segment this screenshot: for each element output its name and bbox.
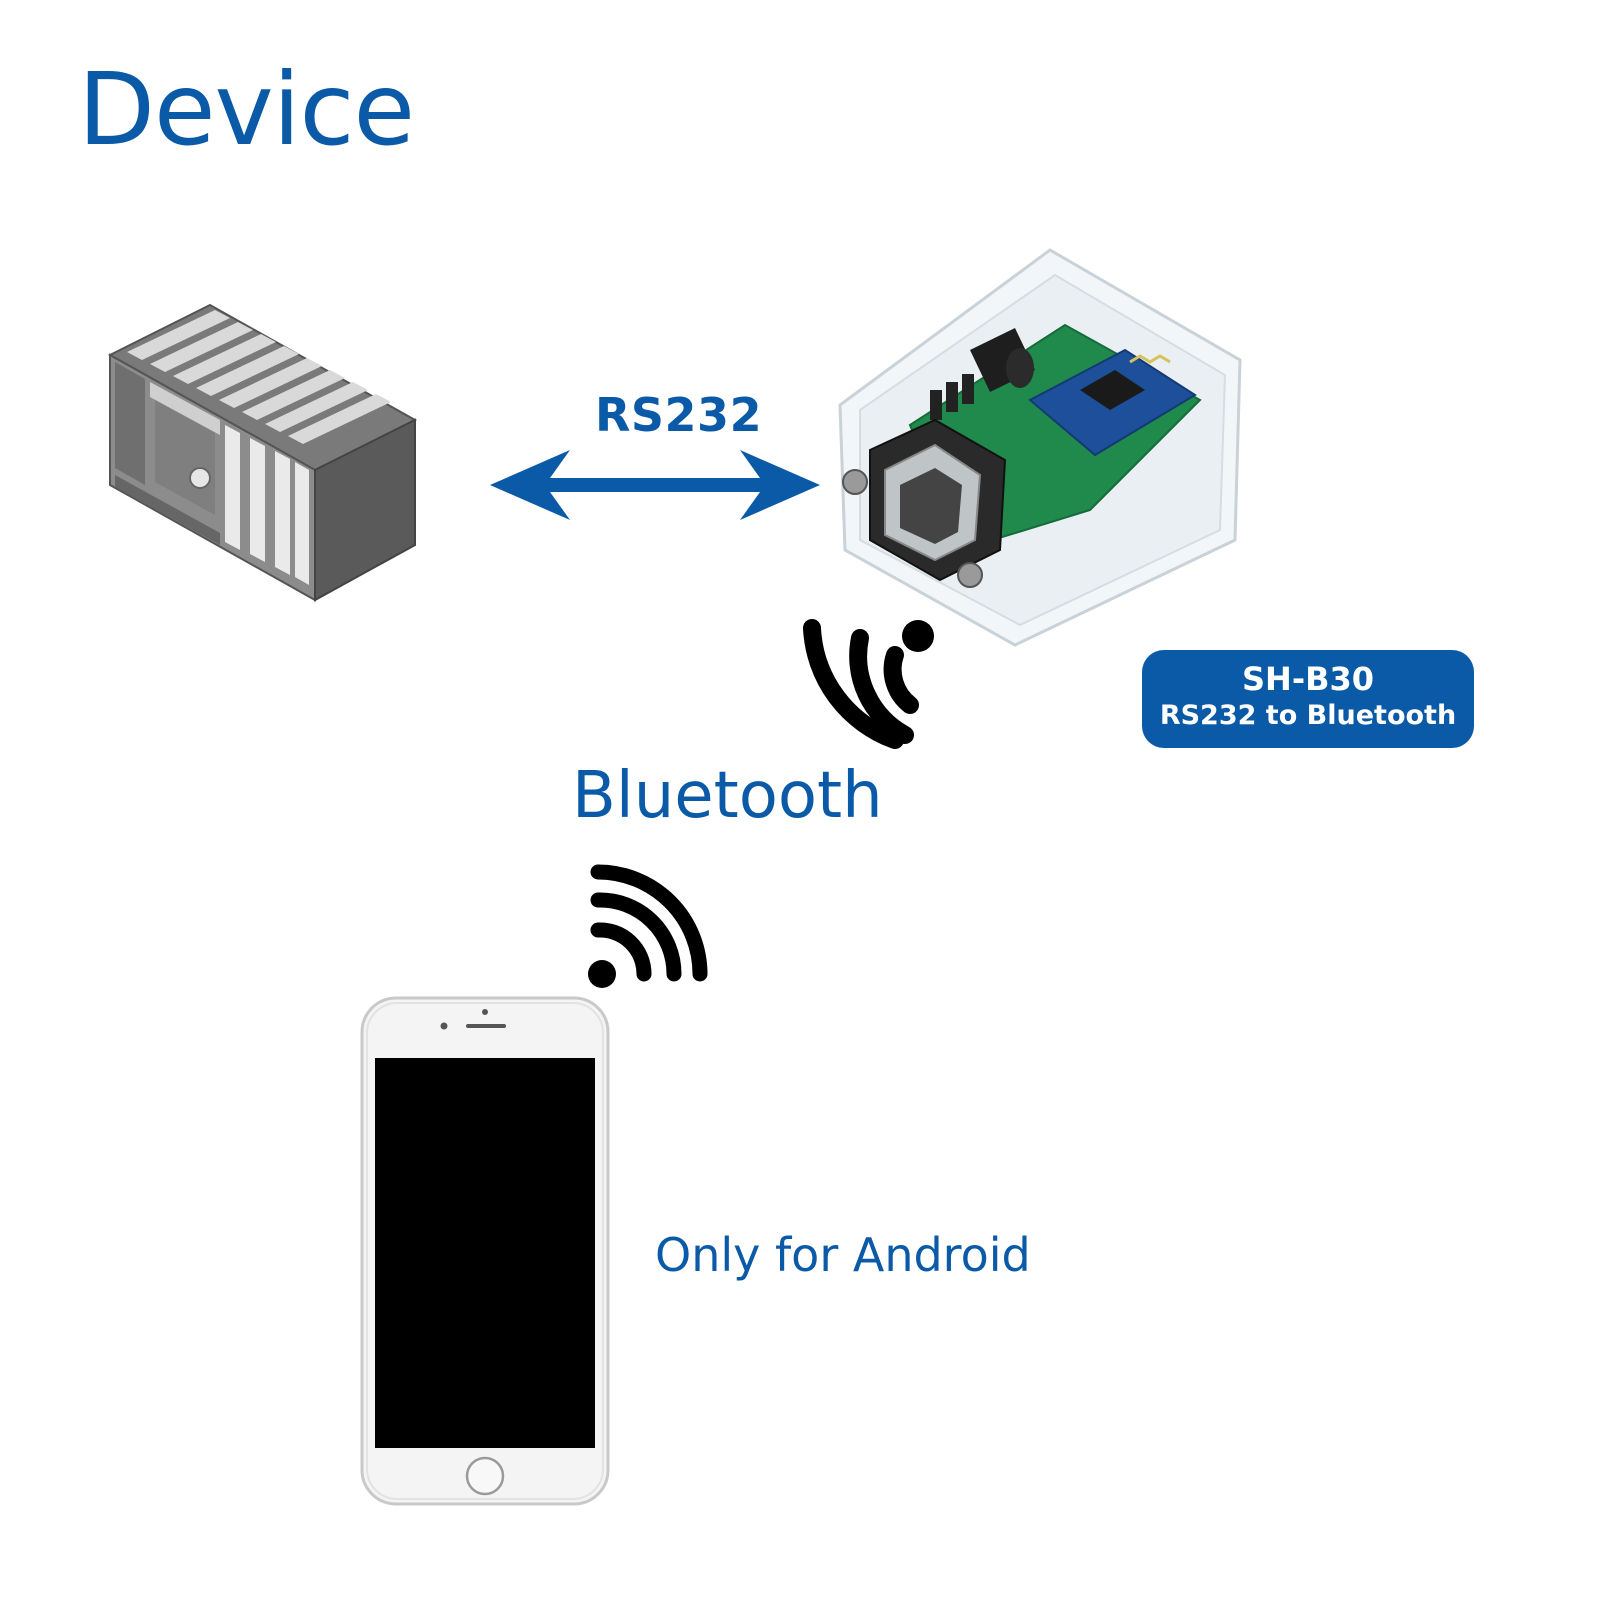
rs232-bluetooth-module-icon	[838, 248, 1242, 647]
product-model: SH-B30	[1241, 660, 1375, 698]
bluetooth-label: Bluetooth	[572, 759, 883, 833]
double-arrow-icon	[490, 450, 820, 520]
smartphone-icon	[360, 996, 610, 1506]
signal-waves-icon	[588, 864, 708, 988]
product-description: RS232 to Bluetooth	[1159, 700, 1457, 731]
product-badge: SH-B30 RS232 to Bluetooth	[1142, 650, 1474, 748]
android-only-label: Only for Android	[655, 1228, 1031, 1282]
rs232-label: RS232	[595, 388, 763, 442]
plc-rack-icon	[107, 303, 418, 602]
signal-waves-icon	[803, 619, 934, 749]
page-title: Device	[78, 51, 415, 168]
